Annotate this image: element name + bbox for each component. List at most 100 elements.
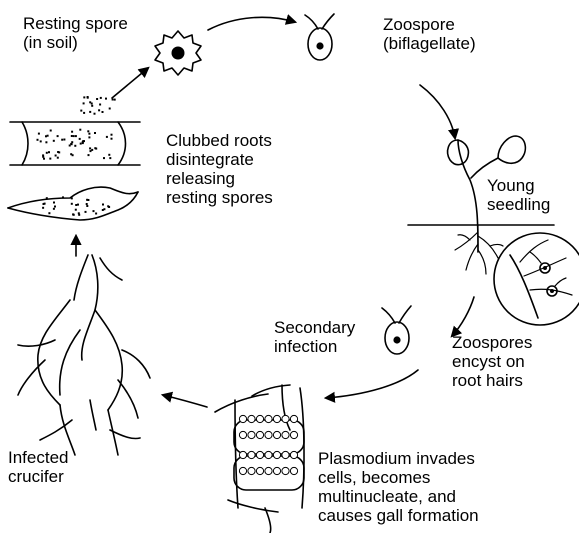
nucleus xyxy=(290,415,297,422)
spore-speck xyxy=(80,143,82,145)
spore-speck xyxy=(82,142,84,144)
spore-speck xyxy=(75,135,77,137)
spore-speck xyxy=(55,155,57,157)
nucleus xyxy=(282,467,289,474)
spore-speck xyxy=(62,196,64,198)
spore-speck xyxy=(89,111,91,113)
nucleus xyxy=(256,467,263,474)
spore-speck xyxy=(46,197,48,199)
spore-speck xyxy=(105,98,107,100)
spore-speck xyxy=(78,214,80,216)
spore-speck xyxy=(86,205,88,207)
nucleus xyxy=(256,431,263,438)
encyst-magnification-illustration xyxy=(494,233,579,325)
spore-speck xyxy=(79,138,81,140)
label-zoospore: Zoospore(biflagellate) xyxy=(383,15,476,53)
label-plasmodium: Plasmodium invadescells, becomesmultinuc… xyxy=(318,449,479,525)
spore-speck xyxy=(73,135,75,137)
spore-speck xyxy=(106,136,108,138)
spore-speck xyxy=(85,211,87,213)
spore-speck xyxy=(75,209,77,211)
clubbed-roots-illustration xyxy=(8,96,140,220)
spore-speck xyxy=(73,214,75,216)
spore-speck xyxy=(83,112,85,114)
spore-speck xyxy=(102,209,104,211)
spore-speck xyxy=(111,134,113,136)
spore-speck xyxy=(48,151,50,153)
spore-speck xyxy=(54,206,56,208)
nucleus xyxy=(290,451,297,458)
spore-speck xyxy=(74,145,76,147)
spore-speck xyxy=(53,202,55,204)
spore-speck xyxy=(103,157,105,159)
nucleus xyxy=(290,431,297,438)
spore-speck xyxy=(98,109,100,111)
nucleus xyxy=(248,431,255,438)
spore-speck xyxy=(114,99,116,101)
spore-speck xyxy=(112,99,114,101)
nucleus xyxy=(290,467,297,474)
spore-speck xyxy=(53,208,55,210)
spore-speck xyxy=(94,132,96,134)
nucleus xyxy=(273,467,280,474)
plasmodium-gall-illustration xyxy=(215,385,304,533)
spore-speck xyxy=(48,212,50,214)
spore-speck xyxy=(109,157,111,159)
spore-speck xyxy=(96,98,98,100)
infected-crucifer-illustration xyxy=(18,255,150,455)
spore-speck xyxy=(57,151,59,153)
spore-speck xyxy=(61,139,63,141)
spore-speck xyxy=(53,140,55,142)
nucleus xyxy=(248,415,255,422)
spore-speck xyxy=(83,102,85,104)
spore-speck xyxy=(49,158,51,160)
nucleus xyxy=(265,431,272,438)
spore-speck xyxy=(80,110,82,112)
spore-speck xyxy=(100,97,102,99)
nucleus xyxy=(265,467,272,474)
spore-speck xyxy=(87,96,89,98)
spore-speck xyxy=(57,135,59,137)
nucleus xyxy=(282,431,289,438)
label-resting-spore: Resting spore(in soil) xyxy=(23,14,128,52)
nucleus xyxy=(256,451,263,458)
spore-speck xyxy=(108,154,110,156)
nucleus xyxy=(273,451,280,458)
nucleus xyxy=(282,451,289,458)
secondary-zoospore-illustration xyxy=(382,306,411,354)
nucleus xyxy=(265,451,272,458)
spore-speck xyxy=(75,204,77,206)
nucleus xyxy=(273,415,280,422)
spore-speck xyxy=(40,140,42,142)
nucleus xyxy=(239,451,246,458)
spore-speck xyxy=(63,139,65,141)
spore-speck xyxy=(77,204,79,206)
spore-speck xyxy=(88,133,90,135)
spore-speck xyxy=(89,147,91,149)
resting-spore-illustration xyxy=(155,31,201,75)
spore-speck xyxy=(87,130,89,132)
spore-speck xyxy=(45,141,47,143)
spore-speck xyxy=(91,105,93,107)
spore-speck xyxy=(50,130,52,132)
spore-speck xyxy=(93,210,95,212)
nucleus xyxy=(239,467,246,474)
spore-speck xyxy=(94,113,96,115)
spore-speck xyxy=(91,103,93,105)
spore-speck xyxy=(95,213,97,215)
spore-speck xyxy=(87,199,89,201)
spore-speck xyxy=(37,139,39,141)
spore-speck xyxy=(43,203,45,205)
spore-speck xyxy=(79,129,81,131)
spore-speck xyxy=(72,154,74,156)
zoospore-illustration xyxy=(305,14,334,60)
spore-speck xyxy=(91,149,93,151)
nucleus xyxy=(248,451,255,458)
